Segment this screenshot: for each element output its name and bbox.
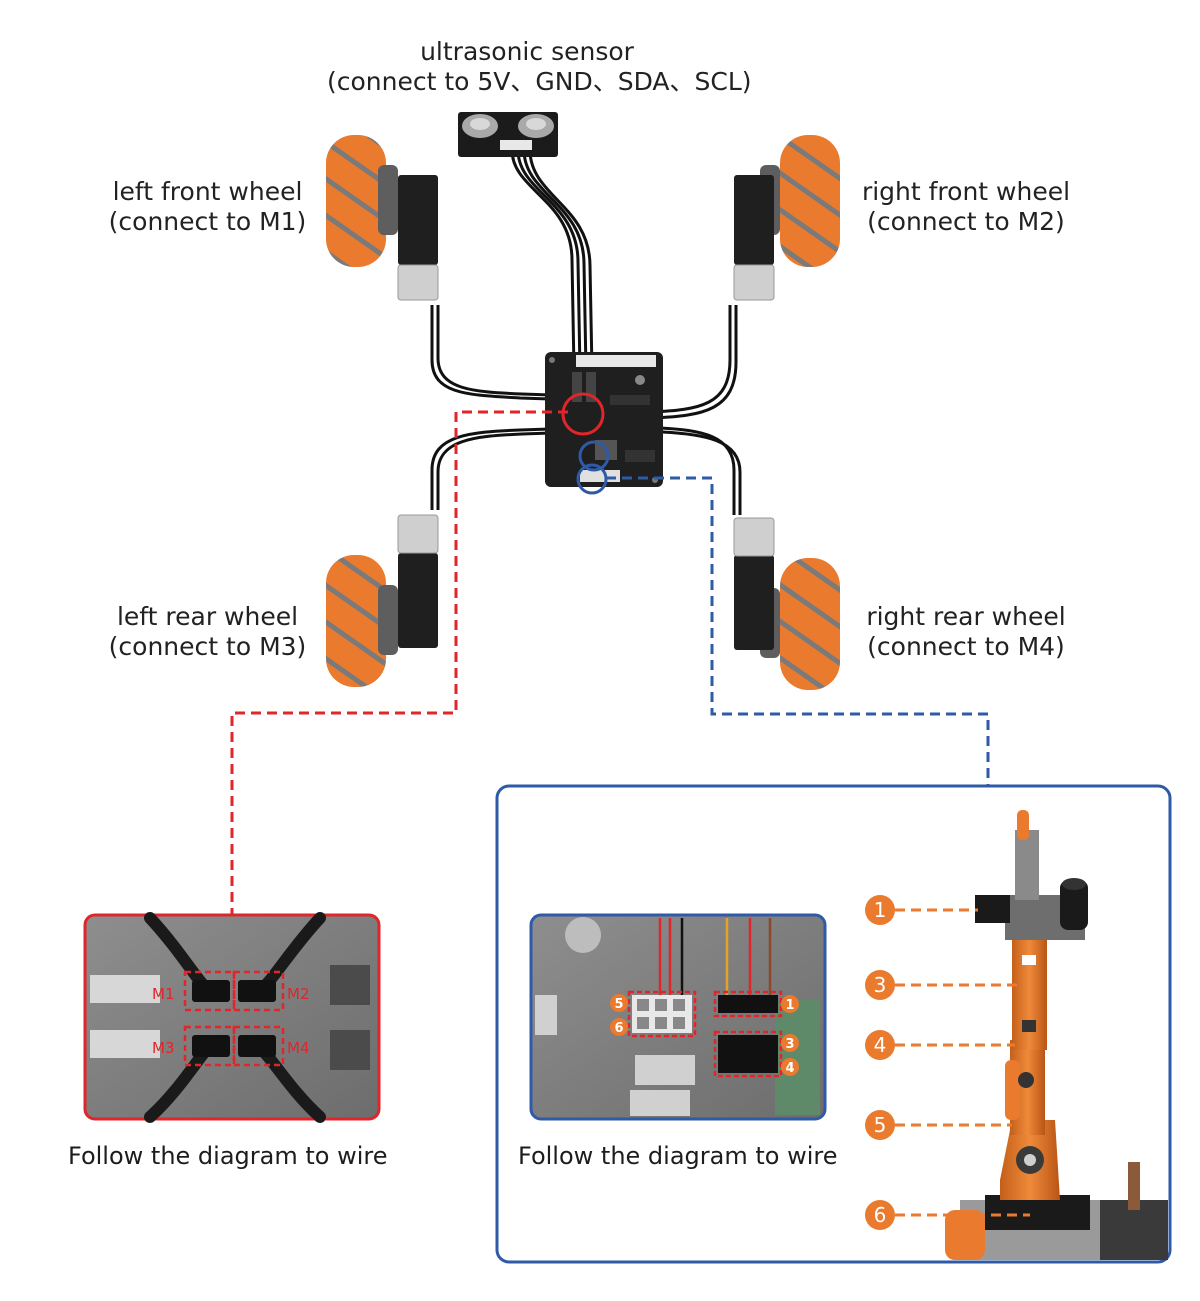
- servo-wiring-panel: [495, 784, 1172, 1264]
- left-rear-title: left rear wheel: [116, 602, 299, 631]
- header-badge-5: 5: [614, 997, 623, 1012]
- port-label-m3: M3: [152, 1039, 175, 1057]
- right-front-title: right front wheel: [861, 177, 1071, 206]
- blue-leader-line: [606, 476, 990, 786]
- right-front-wheel: [733, 135, 840, 301]
- controller-board: [545, 352, 663, 495]
- port-label-m1: M1: [152, 985, 175, 1003]
- left-front-label: left front wheel (connect to M1): [100, 177, 315, 237]
- right-rear-label: right rear wheel (connect to M4): [855, 602, 1077, 662]
- left-caption: Follow the diagram to wire: [68, 1142, 388, 1170]
- arm-callouts: 1 3 4 5 6: [865, 895, 1030, 1230]
- port-label-m2: M2: [287, 985, 310, 1003]
- red-leader-line: [230, 410, 568, 915]
- ultrasonic-title: ultrasonic sensor: [420, 37, 634, 66]
- header-badge-3: 3: [785, 1037, 794, 1052]
- right-rear-wheel: [733, 517, 840, 690]
- servo-header-zoom: 5 6 1 3 4: [529, 913, 827, 1121]
- ultrasonic-subtitle: (connect to 5V、GND、SDA、SCL): [327, 67, 752, 96]
- right-rear-subtitle: (connect to M4): [867, 632, 1065, 661]
- robotic-arm: [945, 810, 1168, 1260]
- header-badge-1: 1: [785, 998, 794, 1013]
- arm-badge-1: 1: [874, 898, 887, 922]
- left-rear-wheel: [326, 514, 439, 687]
- motor-port-highlight: [561, 392, 605, 436]
- left-rear-subtitle: (connect to M3): [108, 632, 307, 661]
- left-rear-label: left rear wheel (connect to M3): [100, 602, 315, 662]
- servo-port-highlight-1: [578, 440, 610, 472]
- right-rear-title: right rear wheel: [866, 602, 1066, 631]
- arm-badge-4: 4: [874, 1033, 887, 1057]
- left-front-wheel: [326, 135, 439, 301]
- motor-port-zoom: M1 M2 M3 M4: [83, 912, 381, 1123]
- arm-badge-3: 3: [874, 973, 887, 997]
- arm-badge-6: 6: [874, 1203, 887, 1227]
- header-badge-6: 6: [614, 1021, 623, 1036]
- port-label-m4: M4: [287, 1039, 310, 1057]
- left-front-title: left front wheel: [112, 177, 303, 206]
- left-front-subtitle: (connect to M1): [108, 207, 307, 236]
- arm-badge-5: 5: [874, 1113, 887, 1137]
- right-front-label: right front wheel (connect to M2): [855, 177, 1077, 237]
- right-front-subtitle: (connect to M2): [867, 207, 1065, 236]
- header-badge-4: 4: [785, 1061, 794, 1076]
- ultrasonic-sensor: [458, 112, 558, 157]
- ultrasonic-label: ultrasonic sensor (connect to 5V、GND、SDA…: [327, 37, 752, 97]
- right-caption: Follow the diagram to wire: [518, 1142, 838, 1170]
